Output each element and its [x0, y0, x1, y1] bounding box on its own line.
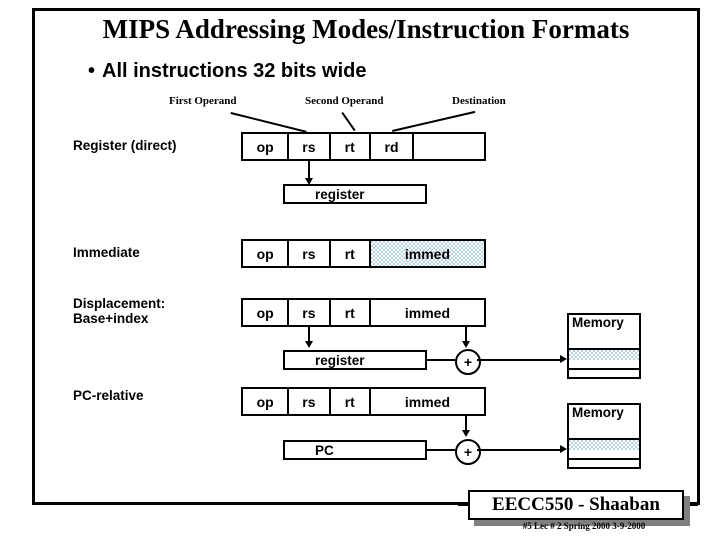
memory-label: Memory [572, 405, 624, 420]
row-label-displacement-line2: Base+index [73, 311, 149, 326]
connector-immed-to-adder-disp [465, 327, 467, 344]
adder-pc-relative: + [455, 439, 481, 465]
memory-strip [569, 450, 639, 460]
field-rs: rs [289, 300, 331, 325]
register-file-box-direct: register [283, 184, 427, 204]
memory-box-pc-relative: Memory [567, 403, 641, 469]
field-rt: rt [330, 300, 371, 325]
instruction-row-register-direct: op rs rt rd [241, 132, 486, 161]
bullet-marker-icon: • [88, 60, 96, 82]
field-immed: immed [370, 300, 484, 325]
footer-course-badge: EECC550 - Shaaban [468, 490, 684, 520]
page-title: MIPS Addressing Modes/Instruction Format… [102, 14, 630, 44]
connector-register-to-adder-disp [427, 359, 455, 361]
row-label-immediate: Immediate [73, 245, 140, 260]
arrow-rs-to-register-disp-icon [305, 341, 313, 348]
field-rs: rs [289, 241, 331, 266]
instruction-row-pc-relative: op rs rt immed [241, 387, 486, 416]
bullet-text: All instructions 32 bits wide [102, 60, 367, 82]
field-rs: rs [289, 134, 331, 159]
memory-box-displacement: Memory [567, 313, 641, 379]
arrow-rs-to-register-icon [305, 178, 313, 185]
register-file-label: register [315, 186, 365, 202]
row-label-register-direct: Register (direct) [73, 138, 177, 153]
connector-adder-to-memory-pc [477, 449, 561, 451]
row-label-displacement-line1: Displacement: [73, 296, 166, 311]
field-rd: rd [370, 134, 415, 159]
arrow-adder-to-memory-pc-icon [560, 445, 567, 453]
row-label-pc-relative: PC-relative [73, 388, 144, 403]
caption-first-operand: First Operand [169, 95, 237, 107]
field-op: op [243, 241, 290, 266]
field-rt: rt [330, 241, 371, 266]
adder-displacement: + [455, 349, 481, 375]
pc-label: PC [315, 442, 334, 458]
field-op: op [243, 300, 290, 325]
instruction-row-immediate: op rs rt immed [241, 239, 486, 268]
field-rt: rt [330, 389, 371, 414]
caption-destination: Destination [452, 95, 506, 107]
connector-pc-to-adder [427, 449, 455, 451]
arrow-adder-to-memory-disp-icon [560, 355, 567, 363]
memory-strip [569, 360, 639, 370]
connector-adder-to-memory-disp [477, 359, 561, 361]
bullet-item: • All instructions 32 bits wide [88, 60, 367, 83]
footer-meta: #5 Lec # 2 Spring 2000 3-9-2000 [522, 521, 646, 531]
field-unused [414, 134, 484, 159]
field-op: op [243, 134, 290, 159]
arrow-immed-to-adder-pc-icon [462, 430, 470, 437]
register-file-label: register [315, 352, 365, 368]
field-rt: rt [330, 134, 371, 159]
connector-rs-to-register-disp [308, 327, 310, 344]
field-op: op [243, 389, 290, 414]
arrow-immed-to-adder-disp-icon [462, 341, 470, 348]
caption-second-operand: Second Operand [305, 95, 384, 107]
field-immed: immed [370, 389, 484, 414]
field-rs: rs [289, 389, 331, 414]
memory-label: Memory [572, 315, 624, 330]
connector-immed-to-adder-pc [465, 416, 467, 433]
connector-rs-to-register [308, 161, 310, 181]
pc-box: PC [283, 440, 427, 460]
footer-tab-right [684, 503, 698, 506]
footer-tab-left [458, 503, 470, 506]
instruction-row-displacement: op rs rt immed [241, 298, 486, 327]
register-file-box-displacement: register [283, 350, 427, 370]
field-immed: immed [370, 241, 484, 266]
row-label-displacement: Displacement: Base+index [73, 296, 165, 326]
